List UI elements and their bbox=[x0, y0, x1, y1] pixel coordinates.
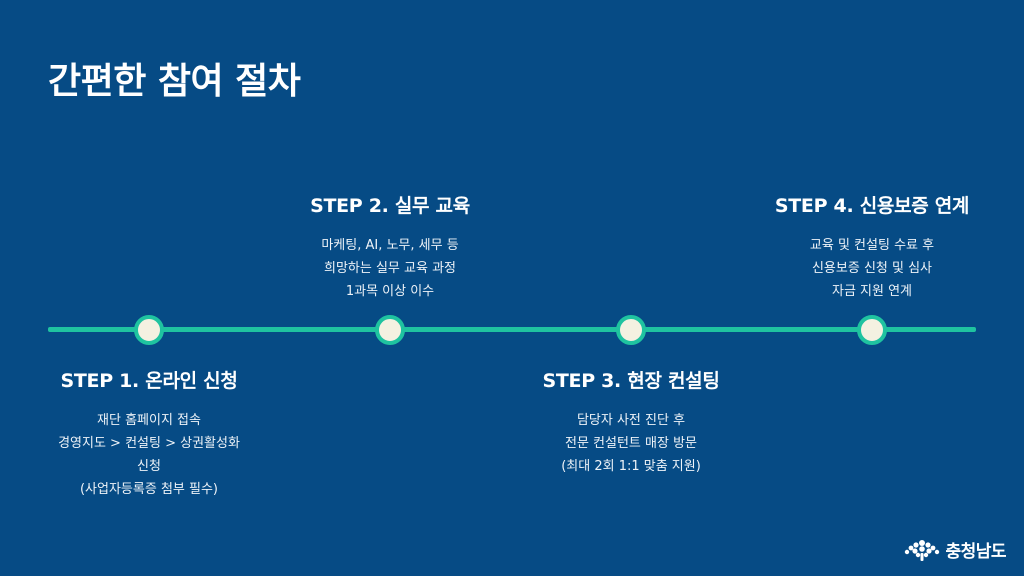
chungnam-emblem-icon bbox=[903, 538, 941, 562]
step-1-description: 재단 홈페이지 접속 경영지도 > 컨설팅 > 상권활성화 신청 (사업자등록증… bbox=[29, 409, 269, 501]
step-1: STEP 1. 온라인 신청 재단 홈페이지 접속 경영지도 > 컨설팅 > 상… bbox=[29, 366, 269, 501]
step-3-line: (최대 2회 1:1 맞춤 지원) bbox=[561, 459, 701, 474]
step-4-description: 교육 및 컨설팅 수료 후 신용보증 신청 및 심사 자금 지원 연계 bbox=[752, 234, 992, 303]
step-2: STEP 2. 실무 교육 마케팅, AI, 노무, 세무 등 희망하는 실무 … bbox=[270, 191, 510, 303]
step-2-description: 마케팅, AI, 노무, 세무 등 희망하는 실무 교육 과정 1과목 이상 이… bbox=[270, 234, 510, 303]
step-2-line: 희망하는 실무 교육 과정 bbox=[324, 261, 456, 276]
page-title: 간편한 참여 절차 bbox=[48, 61, 301, 102]
step-3-line: 전문 컨설턴트 매장 방문 bbox=[565, 436, 697, 451]
step-3-title: STEP 3. 현장 컨설팅 bbox=[542, 370, 720, 392]
step-4-line: 신용보증 신청 및 심사 bbox=[811, 261, 933, 276]
step-1-line: 신청 bbox=[137, 459, 161, 474]
step-2-title: STEP 2. 실무 교육 bbox=[310, 195, 470, 217]
step-4-title: STEP 4. 신용보증 연계 bbox=[774, 195, 970, 217]
step-1-line: 재단 홈페이지 접속 bbox=[97, 413, 201, 428]
step-1-line: (사업자등록증 첨부 필수) bbox=[79, 482, 218, 497]
step-4-line: 교육 및 컨설팅 수료 후 bbox=[809, 238, 935, 253]
step-2-line: 마케팅, AI, 노무, 세무 등 bbox=[321, 238, 459, 253]
timeline-node-step-3 bbox=[616, 315, 646, 345]
timeline-line bbox=[48, 327, 976, 332]
step-3: STEP 3. 현장 컨설팅 담당자 사전 진단 후 전문 컨설턴트 매장 방문… bbox=[511, 366, 751, 478]
step-2-line: 1과목 이상 이수 bbox=[345, 284, 435, 299]
step-1-line: 경영지도 > 컨설팅 > 상권활성화 bbox=[58, 436, 240, 451]
timeline-node-step-2 bbox=[375, 315, 405, 345]
chungnam-logo: 충청남도 bbox=[903, 537, 1006, 562]
timeline-node-step-4 bbox=[857, 315, 887, 345]
step-4: STEP 4. 신용보증 연계 교육 및 컨설팅 수료 후 신용보증 신청 및 … bbox=[752, 191, 992, 303]
timeline-node-step-1 bbox=[134, 315, 164, 345]
step-3-line: 담당자 사전 진단 후 bbox=[576, 413, 686, 428]
step-3-description: 담당자 사전 진단 후 전문 컨설턴트 매장 방문 (최대 2회 1:1 맞춤 … bbox=[511, 409, 751, 478]
logo-text: 충청남도 bbox=[945, 542, 1006, 562]
step-1-title: STEP 1. 온라인 신청 bbox=[60, 370, 238, 392]
step-4-line: 자금 지원 연계 bbox=[831, 284, 913, 299]
